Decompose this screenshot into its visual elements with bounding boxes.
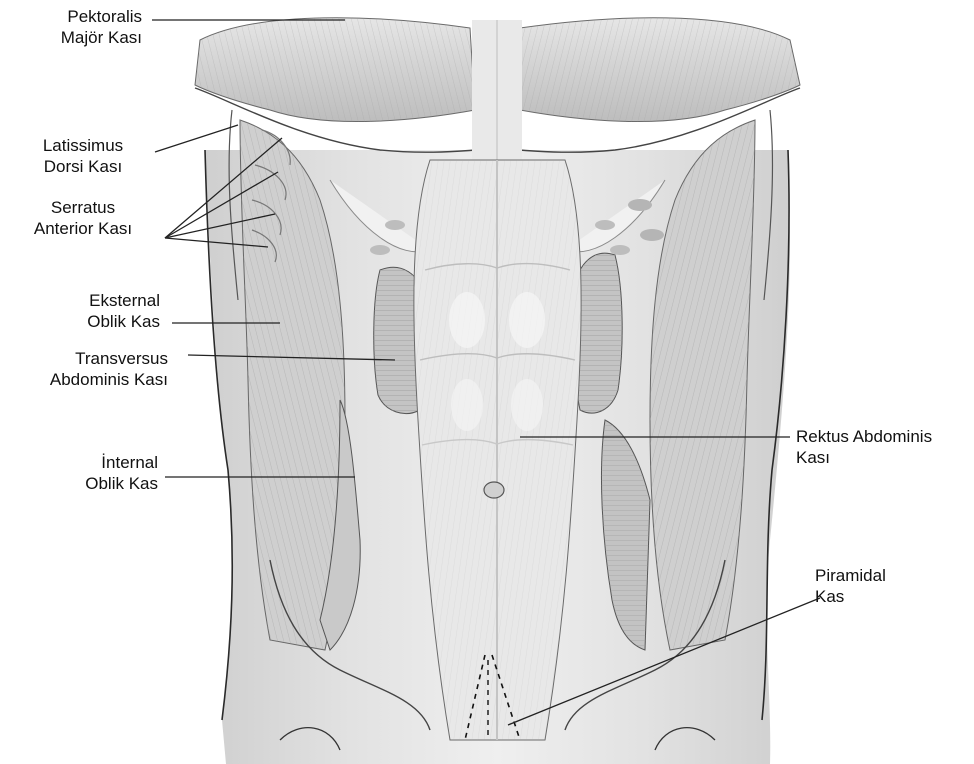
rectus-abdominis-muscle [414, 160, 581, 740]
sternum-linea-alba [472, 20, 522, 160]
label-piramidal-line1: Piramidal [815, 565, 935, 586]
label-piramidal-line2: Kas [815, 586, 935, 607]
label-latissimus-dorsi: Latissimus Dorsi Kası [22, 135, 144, 177]
label-eksternal-oblik: Eksternal Oblik Kas [40, 290, 160, 332]
navel [484, 482, 504, 498]
label-serratus-line2: Anterior Kası [8, 218, 158, 239]
label-internal-line2: Oblik Kas [46, 473, 158, 494]
label-pektoralis-line1: Pektoralis [24, 6, 142, 27]
label-serratus-anterior: Serratus Anterior Kası [8, 197, 158, 239]
label-rektus-line1: Rektus Abdominis [796, 426, 966, 447]
label-pektoralis-line2: Majör Kası [24, 27, 142, 48]
label-rektus-abdominis: Rektus Abdominis Kası [796, 426, 966, 468]
label-internal-oblik: İnternal Oblik Kas [46, 452, 158, 494]
label-pektoralis-major: Pektoralis Majör Kası [24, 6, 142, 48]
label-rektus-line2: Kası [796, 447, 966, 468]
label-transversus-line2: Abdominis Kası [18, 369, 168, 390]
label-eksternal-line1: Eksternal [40, 290, 160, 311]
label-piramidal: Piramidal Kas [815, 565, 935, 607]
label-transversus-line1: Transversus [18, 348, 168, 369]
label-serratus-line1: Serratus [8, 197, 158, 218]
label-latissimus-line1: Latissimus [22, 135, 144, 156]
label-eksternal-line2: Oblik Kas [40, 311, 160, 332]
label-transversus-abdominis: Transversus Abdominis Kası [18, 348, 168, 390]
label-latissimus-line2: Dorsi Kası [22, 156, 144, 177]
leader-line-latissimus [155, 125, 238, 152]
label-internal-line1: İnternal [46, 452, 158, 473]
